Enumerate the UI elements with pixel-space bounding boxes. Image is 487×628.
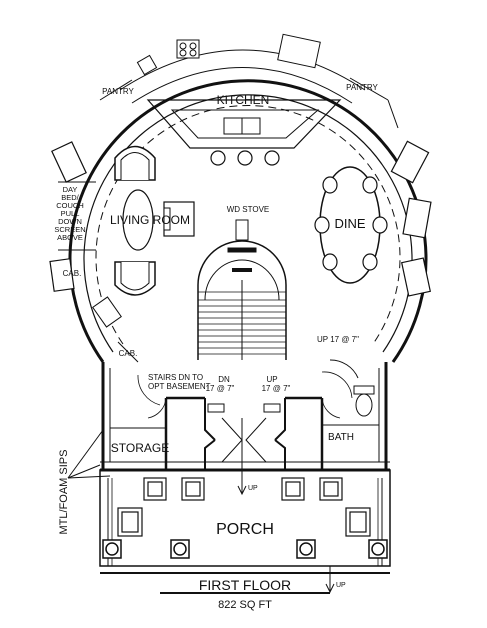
floor-title: FIRST FLOOR xyxy=(199,577,291,593)
svg-text:DOWN: DOWN xyxy=(58,217,82,226)
svg-text:DAY: DAY xyxy=(63,185,78,194)
bath-label: BATH xyxy=(328,432,354,443)
sips-label: MTL/FOAM SIPS xyxy=(58,450,70,535)
porch-posts xyxy=(102,539,388,559)
up-porch-label: UP xyxy=(248,485,258,492)
sips-leader-lines xyxy=(67,429,111,479)
stairs-up-right: UP 17 @ 7" xyxy=(317,335,359,344)
dine-label: DINE xyxy=(334,216,365,231)
living-room-furniture xyxy=(58,145,257,328)
cab-lower-label: CAB. xyxy=(119,349,138,358)
stairs-up-inner-line1: UP xyxy=(266,375,277,384)
up-front-label: UP xyxy=(336,582,346,589)
cooktop xyxy=(176,39,200,59)
kitchen-area xyxy=(99,33,399,166)
porch-chairs xyxy=(117,477,371,537)
stairs-up-inner-line2: 17 @ 7" xyxy=(262,384,291,393)
svg-text:SCREEN: SCREEN xyxy=(54,225,85,234)
floor-area: 822 SQ FT xyxy=(218,599,272,611)
stairs-basement-line1: STAIRS DN TO xyxy=(148,373,203,382)
svg-text:PULL: PULL xyxy=(61,209,80,218)
kitchen-label: KITCHEN xyxy=(217,93,270,107)
wood-stove xyxy=(235,219,249,241)
refrigerator xyxy=(277,33,321,69)
day-bed-note: DAY BED/ COUCH PULL DOWN SCREEN ABOVE xyxy=(54,185,85,242)
central-staircase xyxy=(197,240,287,360)
pantry-left-label: PANTRY xyxy=(102,87,134,96)
stairs-dn-line2: 17 @ 7" xyxy=(206,384,235,393)
circular-exterior-walls xyxy=(68,79,428,363)
pantry-right-label: PANTRY xyxy=(346,83,378,92)
living-room-label: LIVING ROOM xyxy=(110,213,190,227)
storage-label: STORAGE xyxy=(111,441,169,455)
porch xyxy=(99,462,391,594)
wood-stove-label: WD STOVE xyxy=(227,205,270,214)
kitchen-island xyxy=(146,99,342,149)
coffee-table xyxy=(122,189,154,251)
svg-text:BED/: BED/ xyxy=(61,193,79,202)
stairs-dn-line1: DN xyxy=(218,375,230,384)
porch-label: PORCH xyxy=(216,521,274,538)
toilet xyxy=(355,393,373,417)
exterior-windows xyxy=(49,140,432,297)
dining-set xyxy=(314,166,388,284)
bar-stools xyxy=(210,150,280,166)
cab-upper-label: CAB. xyxy=(63,269,82,278)
svg-text:COUCH: COUCH xyxy=(56,201,84,210)
svg-text:ABOVE: ABOVE xyxy=(57,233,83,242)
stairs-basement-line2: OPT BASEMENT xyxy=(148,382,211,391)
